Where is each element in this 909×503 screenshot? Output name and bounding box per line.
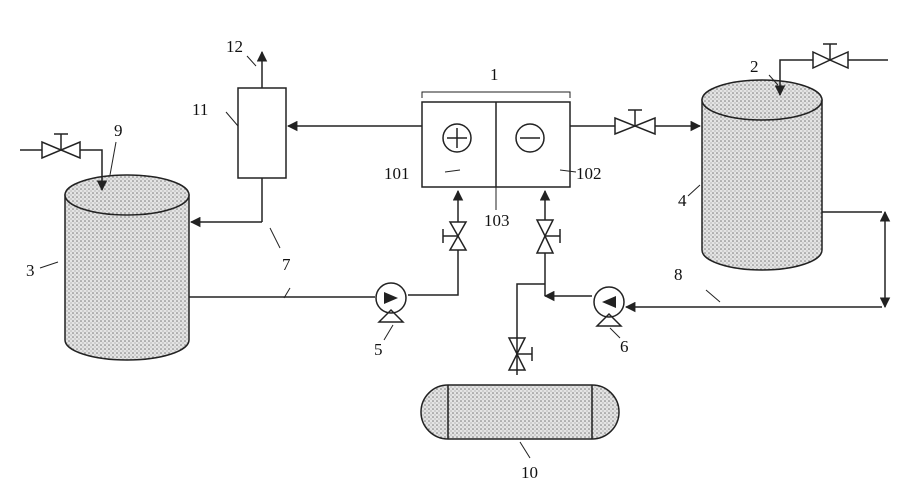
label-storage: 10 (521, 463, 538, 482)
valve-cell-right (615, 110, 655, 134)
pump-left (376, 283, 406, 322)
label-cathode: 102 (576, 164, 602, 183)
label-cell: 1 (490, 65, 499, 84)
label-tank-left-inlet: 9 (114, 121, 123, 140)
label-tank-left: 3 (26, 261, 35, 280)
valve-anode (443, 222, 466, 250)
label-pipe-right: 8 (674, 265, 683, 284)
label-tank-right-body: 4 (678, 191, 687, 210)
right-tank (702, 80, 822, 270)
label-membrane: 103 (484, 211, 510, 230)
valve-left-inlet (42, 134, 80, 158)
valve-storage (509, 338, 532, 370)
label-pump-right: 6 (620, 337, 629, 356)
valve-right-inlet (813, 44, 848, 68)
minus-icon (516, 124, 544, 152)
label-pump-left: 5 (374, 340, 383, 359)
label-tank-right: 2 (750, 57, 759, 76)
label-pipe-left: 7 (282, 255, 291, 274)
pump-right (594, 287, 624, 326)
left-tank (65, 175, 189, 360)
label-separator: 11 (192, 100, 208, 119)
storage-vessel (421, 385, 619, 439)
label-outlet: 12 (226, 37, 243, 56)
electrolytic-cell (422, 92, 570, 187)
label-anode: 101 (384, 164, 410, 183)
valve-cathode (537, 220, 560, 253)
plus-icon (443, 124, 471, 152)
separator (238, 88, 286, 178)
